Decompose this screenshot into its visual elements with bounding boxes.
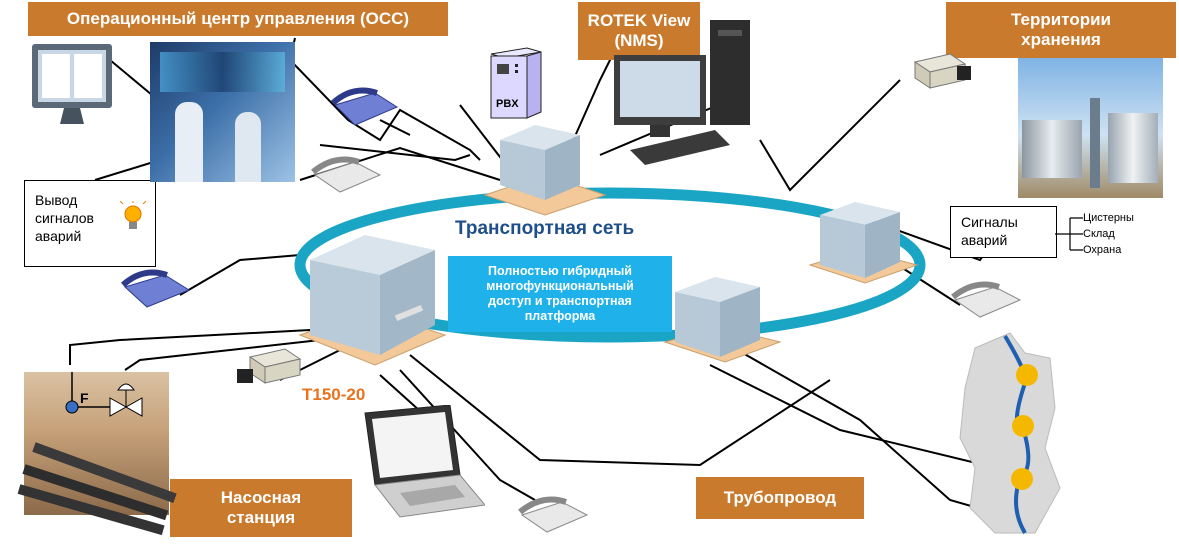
network-node-t150: [298, 235, 447, 366]
alarm-output-line-3: аварий: [35, 228, 82, 245]
line-node-to-map: [709, 364, 1006, 471]
alarm-signals-line-1: Сигналы: [961, 214, 1018, 230]
pump-label-line-1: Насосная: [220, 488, 302, 508]
alarm-item-tanks: Цистерны: [1083, 212, 1134, 224]
platform-line-2: многофункциональный: [486, 279, 634, 293]
network-node-bottom: [663, 277, 782, 363]
nms-label-line-2: (NMS): [614, 31, 664, 50]
telephone-right-icon: [951, 281, 1022, 318]
storage-label: Территории хранения: [946, 2, 1176, 58]
alarm-signals-box: Сигналы аварий: [950, 206, 1057, 258]
platform-line-1: Полностью гибридный: [488, 264, 632, 278]
line-camera-to-node: [759, 79, 901, 192]
laptop-icon: [364, 405, 485, 518]
alarm-signals-bracket: [1055, 217, 1083, 251]
camera-icon: [913, 53, 971, 89]
platform-line-3: доступ и транспортная: [488, 294, 632, 308]
alarm-signals-line-2: аварий: [961, 232, 1008, 249]
alarm-output-line-1: Вывод: [35, 192, 78, 208]
flow-sensor-valve-icon: [65, 372, 143, 417]
platform-line-4: платформа: [524, 309, 596, 323]
storage-label-line-1: Территории: [1011, 10, 1111, 30]
alarm-output-box: Вывод сигналов аварий: [24, 180, 156, 267]
alarm-item-security: Охрана: [1083, 243, 1122, 256]
pipeline-station-2: [1012, 415, 1034, 437]
pipeline-label: Трубопровод: [696, 477, 864, 519]
pbx-icon: [490, 47, 542, 119]
flow-sensor-label: F: [80, 390, 89, 406]
pump-station-label: Насосная станция: [170, 479, 352, 537]
pipeline-map: [959, 332, 1061, 535]
platform-description: Полностью гибридный многофункциональный …: [448, 256, 672, 332]
network-node-top: [483, 125, 607, 216]
network-title: Транспортная сеть: [455, 218, 635, 239]
pbx-label: PBX: [496, 98, 519, 110]
storage-label-line-2: хранения: [1021, 30, 1101, 49]
storage-photo: [1018, 58, 1163, 198]
pump-label-line-2: станция: [226, 508, 296, 527]
telephone-left-icon: [120, 269, 191, 308]
nms-label-line-1: ROTEK View: [587, 11, 691, 31]
transport-ring: [294, 187, 926, 343]
alarm-output-line-2: сигналов: [35, 210, 94, 227]
alarm-item-warehouse: Склад: [1083, 227, 1115, 240]
pump-station-photo: [17, 372, 177, 536]
occ-photo: [150, 42, 295, 182]
occ-label: Операционный центр управления (ОСС): [28, 2, 448, 36]
nms-computer-icon: [614, 20, 750, 165]
telephone-white-icon: [311, 156, 382, 193]
device-model-label: T150-20: [302, 385, 366, 404]
telephone-icon: [330, 87, 399, 126]
network-node-right: [808, 202, 919, 284]
pipeline-station-3: [1011, 468, 1033, 490]
alarm-signals-list: Цистерны Склад Охрана: [1083, 211, 1134, 259]
lightbulb-icon: [120, 201, 146, 229]
pipeline-station-1: [1016, 364, 1038, 386]
nms-label: ROTEK View (NMS): [578, 2, 700, 60]
camera-left-icon: [237, 348, 302, 384]
telephone-bottom-icon: [518, 496, 589, 533]
monitor-icon: [32, 44, 112, 124]
